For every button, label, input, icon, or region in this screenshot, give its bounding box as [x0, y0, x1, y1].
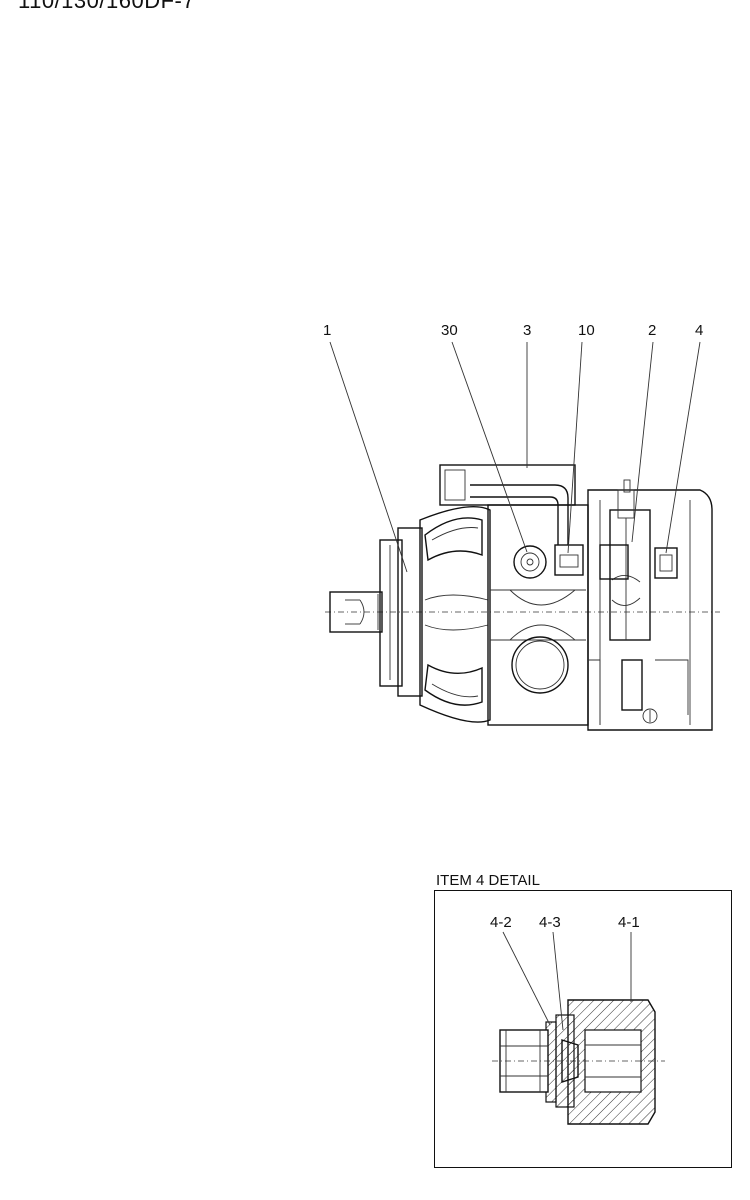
callout-label-2: 2 — [648, 322, 657, 339]
control-pipe — [439, 464, 584, 576]
leader-1 — [329, 341, 408, 573]
regulator-housing — [587, 479, 713, 731]
callout-label-4: 4 — [695, 322, 704, 339]
leader-10 — [567, 341, 583, 554]
drive-shaft — [329, 591, 383, 633]
pump-body — [487, 504, 589, 726]
detail-callout-label-4-3: 4-3 — [539, 914, 561, 931]
detail-frame — [434, 890, 732, 1168]
callout-label-10: 10 — [578, 322, 595, 339]
leader-2 — [631, 341, 654, 543]
front-housing — [419, 505, 491, 723]
mounting-flange — [379, 527, 423, 697]
page-title: 110/130/160DF-7 — [18, 0, 196, 13]
leader-30 — [451, 341, 528, 553]
leader-4 — [665, 341, 701, 554]
leader-4-2 — [502, 931, 551, 1026]
callout-label-1: 1 — [323, 322, 332, 339]
item-4-detail-drawing — [492, 931, 665, 1125]
leader-lines — [329, 341, 701, 573]
pump-main-view — [325, 341, 720, 731]
detail-callout-label-4-1: 4-1 — [618, 914, 640, 931]
detail-title: ITEM 4 DETAIL — [436, 872, 540, 889]
callout-label-3: 3 — [523, 322, 532, 339]
detail-callout-label-4-2: 4-2 — [490, 914, 512, 931]
leader-4-3 — [552, 931, 564, 1031]
callout-label-30: 30 — [441, 322, 458, 339]
